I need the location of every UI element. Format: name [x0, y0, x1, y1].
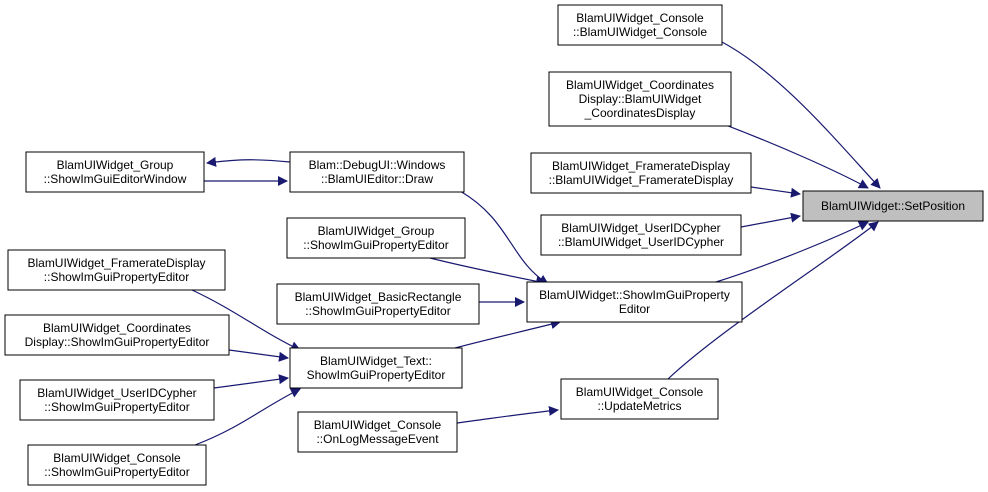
node-label-line: BlamUIWidget_FramerateDisplay: [552, 159, 730, 173]
node-box: [297, 411, 458, 453]
edges: [191, 40, 881, 446]
node-label-line: ::ShowImGuiEditorWindow: [44, 172, 187, 186]
edge-framerate-ctor-to-setposition: [750, 186, 801, 198]
edge-coords-ctor-to-setposition: [722, 123, 869, 189]
node-box: [276, 283, 480, 325]
node-box: [286, 217, 466, 259]
node-coords-ctor[interactable]: BlamUIWidget_CoordinatesDisplay::BlamUIW…: [548, 71, 732, 127]
node-uid-ctor[interactable]: BlamUIWidget_UserIDCypher::BlamUIWidget_…: [540, 214, 742, 256]
edge-uid-ctor-to-setposition: [740, 212, 801, 228]
node-label-line: BlamUIWidget_UserIDCypher: [561, 221, 720, 235]
node-fr-prop[interactable]: BlamUIWidget_FramerateDisplay::ShowImGui…: [7, 249, 226, 291]
node-box: [526, 281, 743, 323]
node-box: [7, 249, 226, 291]
node-box: [557, 4, 723, 46]
node-label-line: ::BlamUIEditor::Draw: [321, 172, 433, 186]
edge-textprop-to-propeditor: [454, 319, 561, 349]
node-set-position[interactable]: BlamUIWidget::SetPosition: [802, 190, 984, 222]
node-debug-draw[interactable]: Blam::DebugUI::Windows::BlamUIEditor::Dr…: [289, 151, 465, 193]
edge-consolelog-to-consoleupdate: [456, 405, 559, 424]
node-label-line: BlamUIWidget_Group: [318, 224, 435, 238]
node-box: [530, 152, 752, 194]
node-label-line: ::ShowImGuiPropertyEditor: [44, 400, 189, 414]
edge-debugdraw-to-propeditor: [459, 190, 549, 285]
edge-uidprop-to-textprop: [213, 374, 289, 389]
node-box: [560, 378, 719, 420]
node-console-prop[interactable]: BlamUIWidget_Console::ShowImGuiPropertyE…: [27, 444, 207, 486]
node-label-line: ::UpdateMetrics: [597, 399, 681, 413]
node-label-line: BlamUIWidget_BasicRectangle: [295, 290, 462, 304]
node-label-line: Display::ShowImGuiPropertyEditor: [25, 335, 210, 349]
node-label-line: ::ShowImGuiPropertyEditor: [44, 270, 189, 284]
node-label-line: BlamUIWidget_UserIDCypher: [37, 386, 196, 400]
node-label-line: BlamUIWidget::SetPosition: [821, 199, 965, 213]
edge-debugdraw-to-groupwindow: [206, 156, 291, 167]
node-label-line: BlamUIWidget_Console: [576, 385, 704, 399]
nodes: BlamUIWidget::SetPositionBlamUIWidget_Co…: [4, 4, 984, 486]
node-box: [802, 190, 984, 222]
node-console-log[interactable]: BlamUIWidget_Console::OnLogMessageEvent: [297, 411, 458, 453]
node-prop-editor[interactable]: BlamUIWidget::ShowImGuiPropertyEditor: [526, 281, 743, 323]
node-box: [4, 314, 230, 356]
node-label-line: BlamUIWidget::ShowImGuiProperty: [539, 288, 730, 302]
node-label-line: BlamUIWidget_Console: [314, 418, 442, 432]
node-label-line: ::ShowImGuiPropertyEditor: [44, 465, 189, 479]
node-box: [540, 214, 742, 256]
node-rect-prop[interactable]: BlamUIWidget_BasicRectangle::ShowImGuiPr…: [276, 283, 480, 325]
node-label-line: BlamUIWidget_FramerateDisplay: [27, 256, 205, 270]
node-group-window[interactable]: BlamUIWidget_Group::ShowImGuiEditorWindo…: [25, 151, 205, 193]
node-group-prop[interactable]: BlamUIWidget_Group::ShowImGuiPropertyEdi…: [286, 217, 466, 259]
node-text-prop[interactable]: BlamUIWidget_Text::ShowImGuiPropertyEdit…: [289, 347, 463, 389]
node-label-line: BlamUIWidget_Console: [53, 451, 181, 465]
node-label-line: BlamUIWidget_Group: [57, 158, 174, 172]
node-label-line: _CoordinatesDisplay: [584, 106, 696, 120]
edge-coordsprop-to-textprop: [228, 349, 289, 362]
node-label-line: ::ShowImGuiPropertyEditor: [303, 238, 448, 252]
node-coords-prop[interactable]: BlamUIWidget_CoordinatesDisplay::ShowImG…: [4, 314, 230, 356]
edge-groupprop-to-propeditor: [429, 257, 546, 287]
node-label-line: ::OnLogMessageEvent: [316, 432, 439, 446]
edge-consoleprop-to-textprop: [194, 388, 301, 446]
edge-frprop-to-textprop: [191, 289, 301, 351]
node-label-line: Display::BlamUIWidget: [579, 92, 702, 106]
node-label-line: BlamUIWidget_Coordinates: [43, 321, 191, 335]
node-label-line: BlamUIWidget_Coordinates: [566, 78, 714, 92]
edge-console-ctor-to-setposition: [719, 40, 881, 189]
node-label-line: ::BlamUIWidget_UserIDCypher: [558, 235, 724, 249]
node-box: [25, 151, 205, 193]
edge-consoleupdate-to-setposition: [667, 221, 879, 380]
node-label-line: BlamUIWidget_Console: [576, 11, 704, 25]
node-framerate-ctor[interactable]: BlamUIWidget_FramerateDisplay::BlamUIWid…: [530, 152, 752, 194]
node-label-line: Editor: [619, 302, 650, 316]
node-label-line: ::BlamUIWidget_Console: [573, 25, 707, 39]
node-box: [19, 379, 215, 421]
node-box: [289, 151, 465, 193]
node-console-ctor[interactable]: BlamUIWidget_Console::BlamUIWidget_Conso…: [557, 4, 723, 46]
node-label-line: BlamUIWidget_Text::: [320, 354, 432, 368]
node-console-update[interactable]: BlamUIWidget_Console::UpdateMetrics: [560, 378, 719, 420]
node-label-line: ::BlamUIWidget_FramerateDisplay: [549, 173, 734, 187]
node-label-line: ::ShowImGuiPropertyEditor: [305, 304, 450, 318]
node-box: [548, 71, 732, 127]
node-box: [27, 444, 207, 486]
node-box: [289, 347, 463, 389]
node-label-line: Blam::DebugUI::Windows: [309, 158, 446, 172]
node-uid-prop[interactable]: BlamUIWidget_UserIDCypher::ShowImGuiProp…: [19, 379, 215, 421]
node-label-line: ShowImGuiPropertyEditor: [307, 368, 446, 382]
edge-propeditor-to-setposition: [715, 221, 869, 283]
